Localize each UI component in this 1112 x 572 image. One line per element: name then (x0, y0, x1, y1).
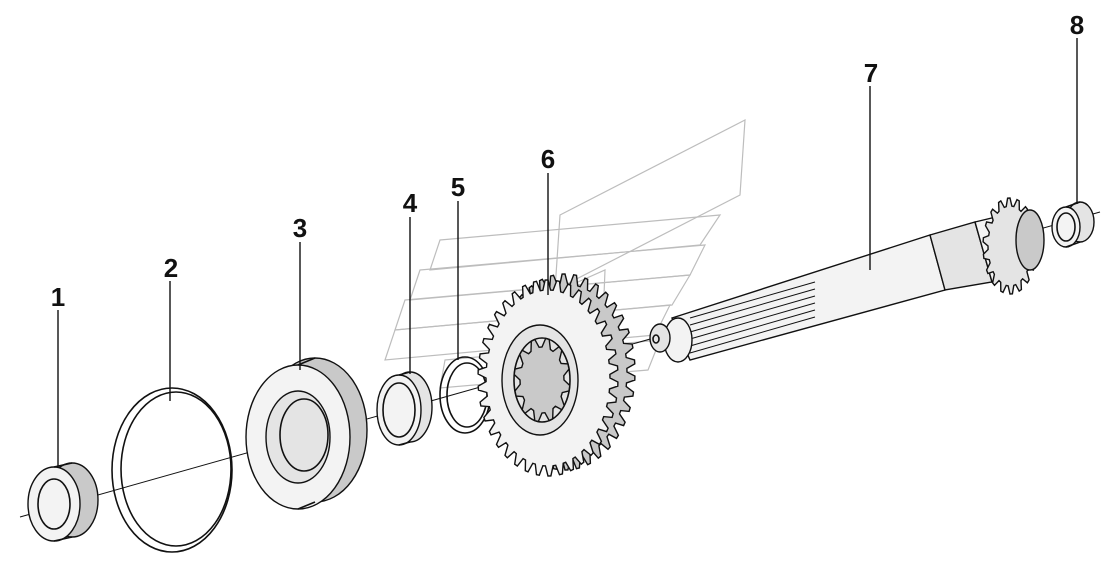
shaft-spline-line (689, 316, 816, 354)
callout-3: 3 (293, 213, 307, 243)
callout-8: 8 (1070, 10, 1084, 40)
gear-internal-splines (513, 337, 571, 423)
leader-lines (57, 38, 1078, 467)
part-6-gear (477, 273, 636, 477)
callout-5: 5 (451, 172, 465, 202)
part-8-bushing (1051, 201, 1095, 248)
part-7-shaft (649, 197, 1045, 363)
part-2-snap-ring (111, 387, 233, 553)
shaft-spline-line (689, 309, 816, 347)
shaft-spline-line (689, 281, 816, 319)
callout-4: 4 (403, 188, 418, 218)
callout-labels: 1 2 3 4 5 6 7 8 (51, 10, 1084, 312)
shaft-spline-line (689, 302, 816, 340)
part-1-ring (27, 462, 99, 542)
part-3-bearing (245, 357, 368, 510)
shaft-spline-line (689, 295, 816, 333)
callout-6: 6 (541, 144, 555, 174)
shaft-spline-line (689, 288, 816, 326)
callout-2: 2 (164, 253, 178, 283)
part-4-sleeve (376, 371, 433, 446)
callout-1: 1 (51, 282, 65, 312)
callout-7: 7 (864, 58, 878, 88)
